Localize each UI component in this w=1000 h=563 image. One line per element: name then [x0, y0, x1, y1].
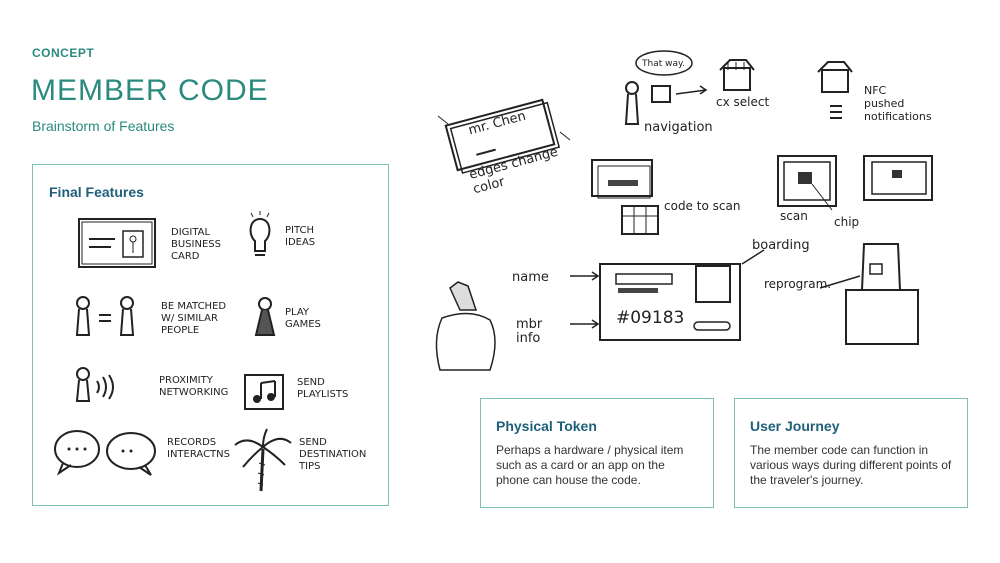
section-label: CONCEPT [32, 46, 95, 60]
feature-label-records-interactions: RECORDS INTERACTNS [167, 437, 230, 460]
user-journey-title: User Journey [750, 418, 840, 434]
game-piece-icon [254, 297, 276, 336]
sketch-board: mr. Chen edges change color That way. cx… [420, 40, 980, 385]
page-title: MEMBER CODE [31, 74, 269, 107]
sketch-navigation: navigation [644, 120, 713, 135]
feature-label-digital-business-card: DIGITAL BUSINESS CARD [171, 227, 221, 262]
match-people-icon [75, 296, 135, 336]
final-features-panel: Final Features DIGITAL BUSINESS CARD PIT… [32, 164, 389, 506]
lightbulb-icon [249, 211, 271, 256]
chat-bubbles-icon [54, 430, 156, 476]
sketch-cx-select: cx select [716, 95, 770, 109]
sketch-code-to-scan: code to scan [664, 199, 741, 213]
business-card-icon [78, 218, 156, 268]
physical-token-title: Physical Token [496, 418, 597, 434]
sketch-reprogram: reprogram. [764, 277, 832, 291]
sketch-speech-text: That way. [642, 59, 685, 69]
page-subtitle: Brainstorm of Features [32, 118, 175, 134]
physical-token-text: Perhaps a hardware / physical item such … [496, 443, 684, 487]
feature-label-send-playlists: SEND PLAYLISTS [297, 377, 349, 400]
sketch-code-number: #09183 [616, 308, 685, 328]
sketch-scan: scan [780, 209, 808, 223]
final-features-title: Final Features [49, 184, 144, 200]
user-journey-text: The member code can function in various … [750, 443, 952, 487]
sketch-drawings [435, 50, 933, 371]
sketch-name: name [512, 270, 549, 285]
feature-label-be-matched: BE MATCHED W/ SIMILAR PEOPLE [161, 301, 227, 336]
music-icon [244, 374, 284, 410]
physical-token-card: Physical Token Perhaps a hardware / phys… [480, 398, 714, 508]
sketch-boarding: boarding [752, 238, 810, 253]
feature-label-pitch-ideas: PITCH IDEAS [285, 225, 316, 248]
feature-label-send-destination-tips: SEND DESTINATION TIPS [299, 437, 367, 472]
proximity-icon [75, 367, 114, 402]
sketch-mbr-info: mbr info [516, 317, 543, 346]
sketch-chip: chip [834, 215, 860, 229]
feature-label-proximity-networking: PROXIMITY NETWORKING [159, 375, 229, 398]
palm-tree-icon [234, 428, 292, 492]
feature-label-play-games: PLAY GAMES [285, 307, 321, 330]
sketch-nfc: NFC pushed notifications [864, 84, 932, 123]
user-journey-card: User Journey The member code can functio… [734, 398, 968, 508]
